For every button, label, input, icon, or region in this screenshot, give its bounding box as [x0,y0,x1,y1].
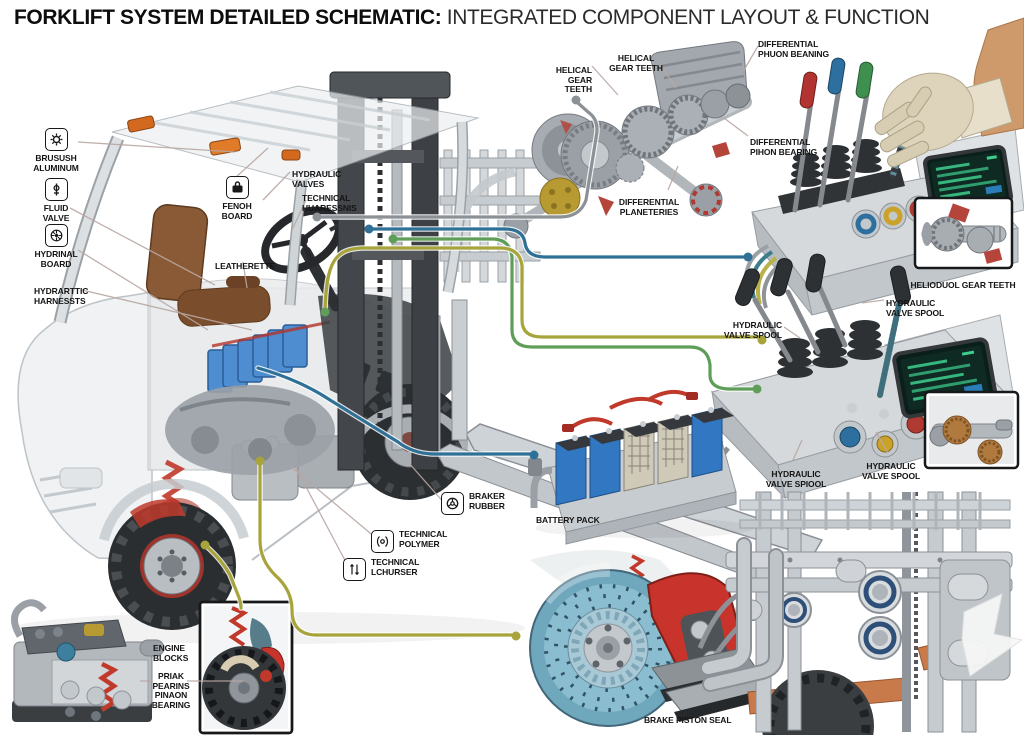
label-hydraulic-valve-spool-left: HYDRAULIC VALVE SPOOL [714,311,782,340]
label-priak-pearins-pinaon-bearing: PRIAK PEARINS PINAON BEARING [146,662,196,711]
inset-spool-gears [923,390,1020,470]
label-text: FENOH BOARD [221,201,253,221]
label-technical-polymer: TECHNICAL POLYMER [371,529,448,553]
label-text: BRAKER RUBBER [469,491,505,511]
differential-assembly [503,41,752,239]
inset-wheel-bearing [198,600,294,735]
forklift-illustration [15,71,824,644]
gear-icon [44,128,68,151]
label-text: DIFFERENTIAL PIHON BEARING [750,136,818,157]
label-text: HELICAL GEAR TEETH [555,64,592,95]
label-text: TECHNICAL LCHURSER [371,557,420,577]
label-helioduol-gear-teeth: HELIODUOL GEAR TEETH [910,271,1016,291]
label-technical-huaressnis: TECHNICAL HUARESSNIS [302,184,382,213]
label-engine-blocks: ENGINE BLOCKS [153,634,209,663]
wheel-icon [441,492,464,515]
battery-cells [207,320,331,393]
engine-illustration [11,599,165,722]
steering-wheel [261,206,353,312]
label-braker-rubber: BRAKER RUBBER [441,491,505,515]
callout-lines [200,95,767,641]
label-text: FLUID VALVE [42,203,70,223]
suspension-icon [343,558,366,581]
blue-lever-handle [827,57,846,95]
mast-closeup [700,491,1024,735]
label-differential-planeteries: DIFFERENTIAL PLANETERIES [612,188,686,217]
case-icon [225,176,249,199]
label-battery-pack: BATTERY PACK [536,506,628,526]
mast [329,71,451,471]
callout-dots [200,95,767,641]
label-text: HYDRAULIC VALVE SPOOL [886,297,945,318]
brake-caliper [130,499,186,528]
engine-cutaway [161,385,335,517]
seat [145,204,271,327]
label-differential-pihon-bearing: DIFFERENTIAL PIHON BEARING [750,128,832,157]
closeup-forks [700,537,784,692]
lever-bellows [777,320,883,378]
label-differential-phuon-beaning: DIFFERENTIAL PHUON BEANING [758,30,840,59]
label-fenoh-board: FENOH BOARD [206,176,268,222]
label-fluid-valve: FLUID VALVE [20,178,92,224]
title-regular: INTEGRATED COMPONENT LAYOUT & FUNCTION [441,6,930,29]
label-hydrinal-board: HYDRINAL BOARD [20,224,92,270]
valve-icon [44,178,68,201]
label-text: ENGINE BLOCKS [153,642,189,663]
label-text: PRIAK PEARINS PINAON BEARING [151,670,191,711]
label-hydraulic-valve-spiool: HYDRAULIC VALVE SPIOOL [762,460,830,489]
rear-wheel [352,384,468,500]
control-levers [735,253,911,398]
label-leatherette: LEATHERETTE [215,252,299,272]
overhead-guard [53,85,480,324]
brake-assembly [529,550,773,727]
label-hydraulic-valves: HYDRAULIC VALVES [292,160,362,189]
label-hydrarttic-harnessts: HYDRARTTIC HARNESSTS [34,277,126,306]
operator-hand [874,17,1024,168]
battery-pack [528,389,755,545]
label-text: HELIODUOL GEAR TEETH [910,279,1016,290]
screen-display [922,144,1014,216]
green-lever-handle [855,61,874,99]
label-text: HYDRAULIC VALVES [292,168,342,189]
hub-icon [44,224,68,247]
label-text: BATTERY PACK [536,514,600,525]
page-title: FORKLIFT SYSTEM DETAILED SCHEMATIC: INTE… [14,6,930,30]
piston-icon [371,530,394,553]
label-text: LEATHERETTE [215,260,276,271]
label-hydraulic-valve-spool-top: HYDRAULIC VALVE SPOOL [886,289,950,318]
label-text: BRAKE PISTON SEAL [644,714,732,725]
label-technical-lchurser: TECHNICAL LCHURSER [343,557,420,581]
label-hydraulic-valve-spool-mid: HYDRAULIC VALVE SPOOL [858,452,924,481]
label-brake-piston-seal: BRAKE PISTON SEAL [644,706,784,726]
front-wheel [99,478,249,630]
roller-bearings [776,570,902,660]
label-text: TECHNICAL POLYMER [399,529,448,549]
battery-cable [609,396,663,410]
title-bold: FORKLIFT SYSTEM DETAILED SCHEMATIC: [14,6,442,29]
battery-cable [646,389,691,402]
leader-lines [69,45,889,682]
label-text: TECHNICAL HUARESSNIS [302,192,357,213]
label-brusush-aluminum: BRUSUSH ALUMINUM [20,128,92,174]
counterweight [17,291,153,561]
red-lever-handle [799,71,818,109]
marker-light [127,115,155,133]
label-text: HYDRAULIC VALVE SPIOOL [765,468,827,489]
label-helical-gear-teeth-left: HELICAL GEAR TEETH [540,56,592,95]
inset-helioduol [913,196,1014,270]
label-text: HYDRAULIC VALVE SPOOL [861,460,921,481]
label-text: HYDRARTTIC HARNESSTS [34,285,89,306]
label-text: HYDRINAL BOARD [34,249,78,269]
label-text: HYDRAULIC VALVE SPOOL [723,319,782,340]
label-text: HELICAL GEAR TEETH [609,52,663,73]
label-text: DIFFERENTIAL PHUON BEANING [758,38,829,59]
label-text: BRUSUSH ALUMINUM [33,153,79,173]
label-helical-gear-teeth-top: HELICAL GEAR TEETH [608,44,664,73]
arrow-watermark [961,593,1024,677]
label-text: DIFFERENTIAL PLANETERIES [618,196,680,217]
marker-light [281,149,301,161]
battery-cable [566,417,613,432]
valve-block-1 [744,17,1024,316]
